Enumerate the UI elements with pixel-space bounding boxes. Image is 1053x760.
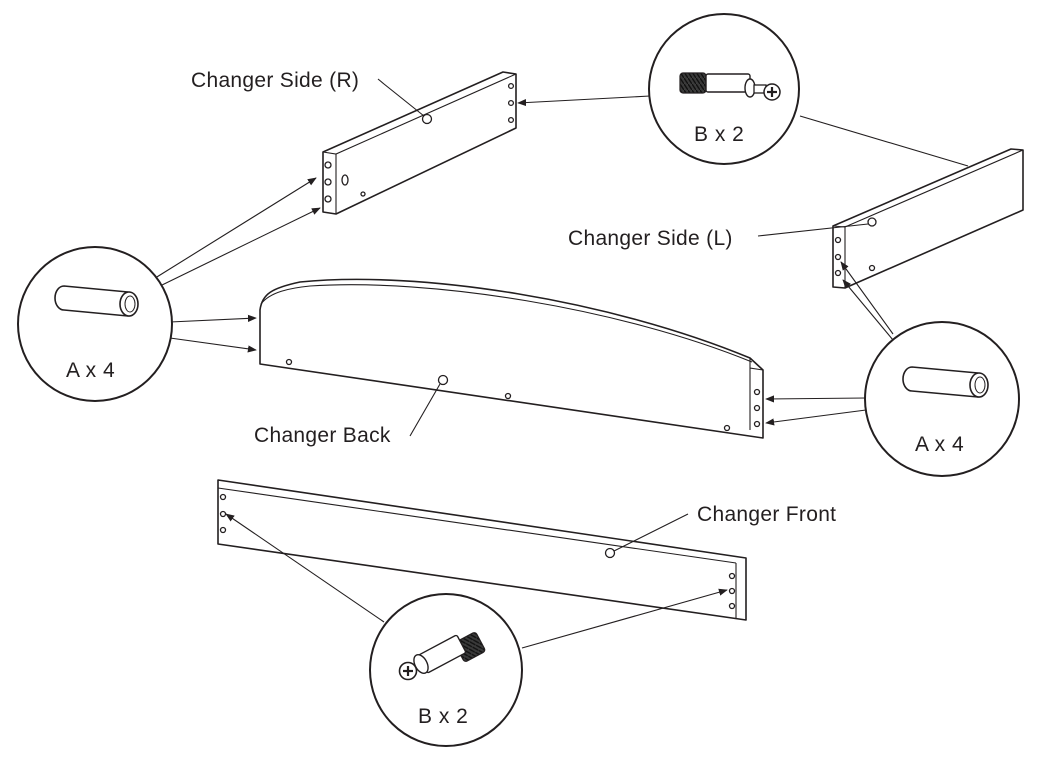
cam-bolt-icon (679, 72, 781, 101)
callout-dowel-right: A x 4 (864, 321, 1020, 477)
callout-dowel-right-label: A x 4 (915, 433, 964, 456)
wooden-dowel-icon (902, 366, 989, 398)
callout-bolt-bottom: B x 2 (369, 593, 523, 747)
callout-dowel-left: A x 4 (17, 246, 173, 402)
callout-dowel-left-label: A x 4 (66, 359, 115, 382)
cam-bolt-icon (398, 632, 486, 681)
label-changer-back: Changer Back (254, 424, 391, 447)
connector-arrows (151, 78, 969, 649)
changer-side-r-board (322, 71, 517, 215)
changer-front-board (217, 479, 747, 621)
wooden-dowel-icon (54, 285, 139, 317)
label-changer-front: Changer Front (697, 503, 836, 526)
callout-bolt-bottom-label: B x 2 (418, 705, 468, 728)
callout-bolt-top: B x 2 (648, 13, 800, 165)
changer-side-l-board (832, 148, 1024, 289)
label-changer-side-l: Changer Side (L) (568, 227, 733, 250)
callout-bolt-top-label: B x 2 (694, 123, 744, 146)
changer-back-board (259, 278, 764, 439)
label-changer-side-r: Changer Side (R) (191, 69, 359, 92)
